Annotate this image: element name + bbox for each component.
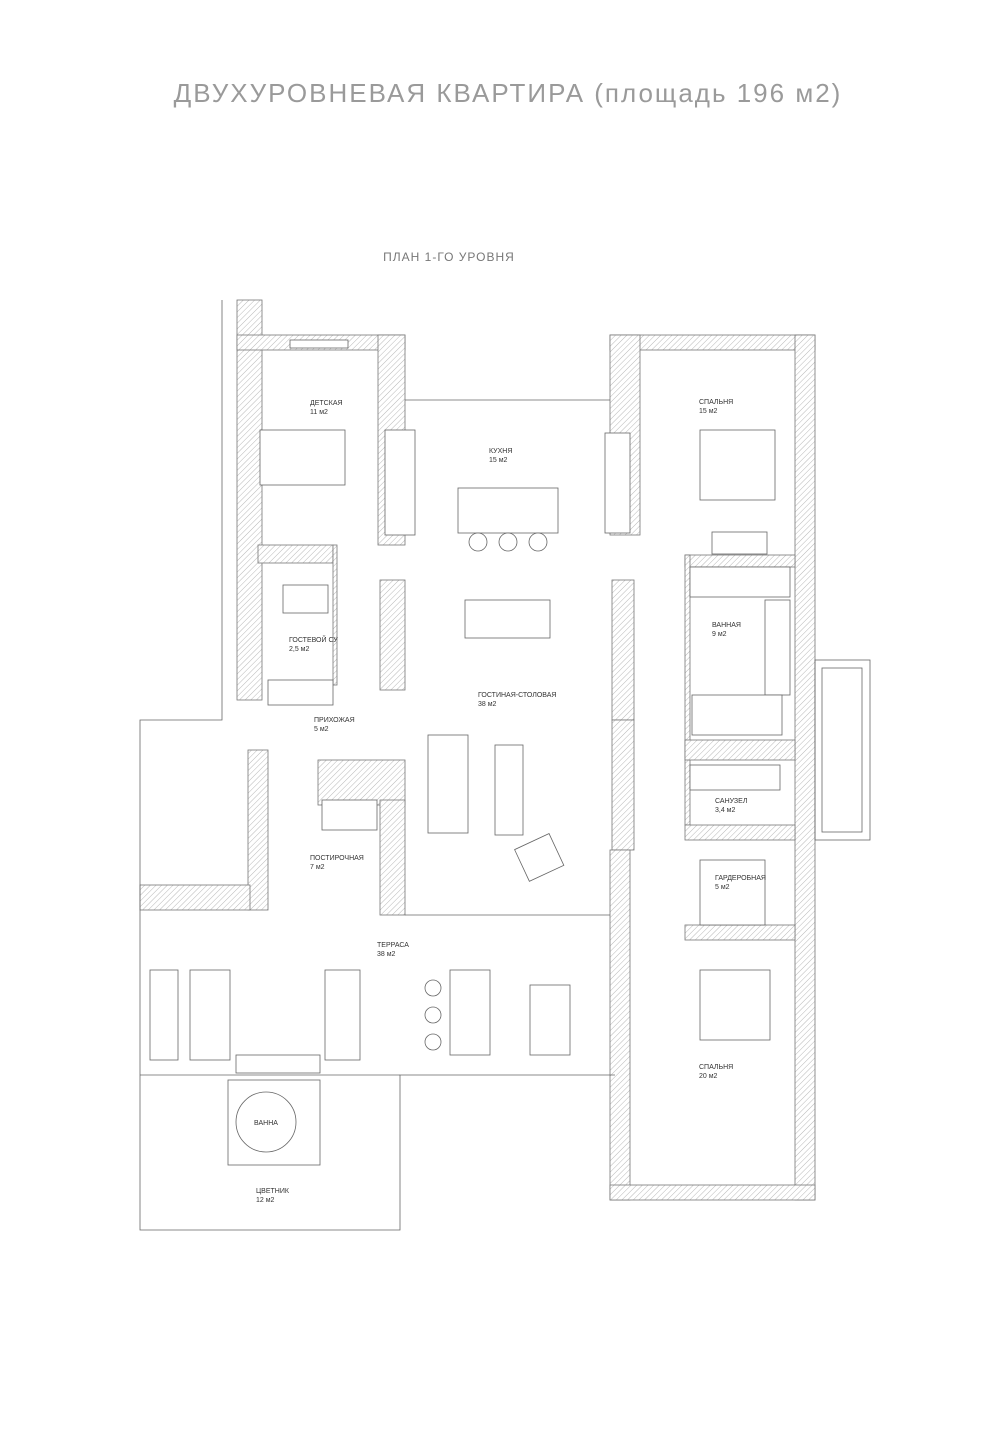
room-area: 2,5 м2 xyxy=(289,646,309,653)
furniture xyxy=(149,339,791,1166)
room-name: ТЕРРАСА xyxy=(377,942,409,949)
room-area: 7 м2 xyxy=(310,864,325,871)
room-area: 3,4 м2 xyxy=(715,807,735,814)
plan-subtitle: ПЛАН 1-ГО УРОВНЯ xyxy=(383,250,515,264)
room-name: ЦВЕТНИК xyxy=(256,1188,290,1195)
room-name: ДЕТСКАЯ xyxy=(310,400,343,407)
room-area: 15 м2 xyxy=(699,408,718,415)
room-area: 11 м2 xyxy=(310,409,328,416)
room-name: СПАЛЬНЯ xyxy=(699,399,733,406)
room-area: 5 м2 xyxy=(715,884,730,891)
room-area: 15 м2 xyxy=(489,457,508,464)
plan-title: ДВУХУРОВНЕВАЯ КВАРТИРА (площадь 196 м2) xyxy=(174,78,843,108)
walls xyxy=(139,299,816,1201)
room-area: 38 м2 xyxy=(478,701,497,708)
room-area: 12 м2 xyxy=(256,1197,275,1204)
room-area: 20 м2 xyxy=(699,1073,718,1080)
room-name: КУХНЯ xyxy=(489,448,512,455)
room-name: ПРИХОЖАЯ xyxy=(314,717,355,724)
room-name: СПАЛЬНЯ xyxy=(699,1064,733,1071)
room-name: ГАРДЕРОБНАЯ xyxy=(715,875,766,882)
room-area: 9 м2 xyxy=(712,631,727,638)
room-area: 5 м2 xyxy=(314,726,329,733)
room-area: 38 м2 xyxy=(377,951,396,958)
hot-tub-label: ВАННА xyxy=(254,1120,278,1127)
room-name: ГОСТИНАЯ-СТОЛОВАЯ xyxy=(478,692,556,699)
room-labels: ДЕТСКАЯ 11 м2 КУХНЯ 15 м2 СПАЛЬНЯ 15 м2 … xyxy=(254,399,766,1204)
room-name: ВАННАЯ xyxy=(712,622,741,629)
outlines xyxy=(139,300,871,1231)
room-name: САНУЗЕЛ xyxy=(715,798,748,805)
room-name: ГОСТЕВОЙ СУ xyxy=(289,635,338,644)
room-name: ПОСТИРОЧНАЯ xyxy=(310,855,364,862)
